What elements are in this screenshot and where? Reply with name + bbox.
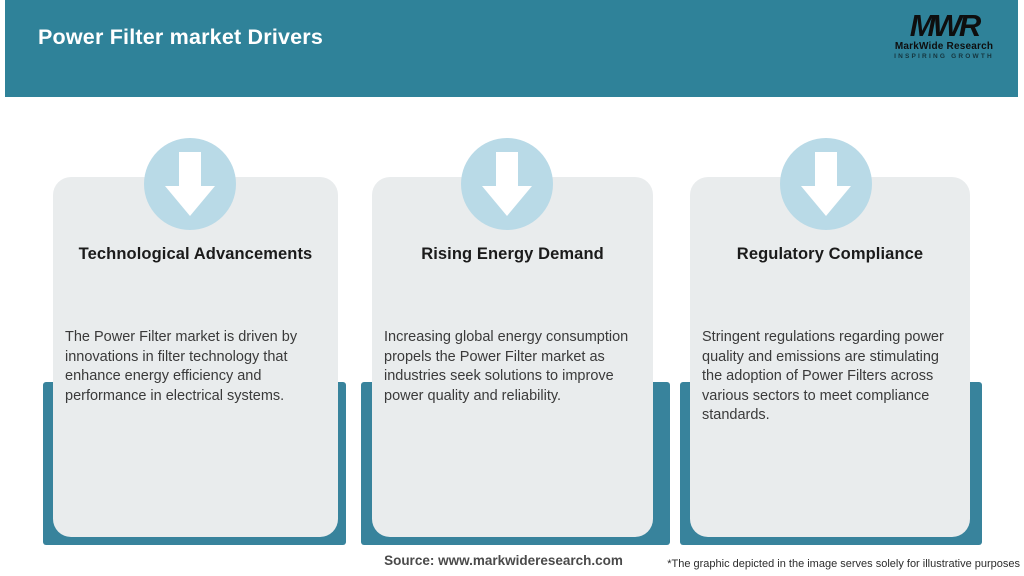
down-arrow-icon bbox=[480, 150, 534, 218]
header-band: Power Filter market Drivers MWR MarkWide… bbox=[5, 0, 1018, 97]
logo-tagline: INSPIRING GROWTH bbox=[894, 53, 994, 60]
card-title: Technological Advancements bbox=[78, 245, 313, 263]
logo-company-name: MarkWide Research bbox=[894, 41, 994, 52]
down-arrow-badge bbox=[461, 138, 553, 230]
driver-card-technological-advancements: Technological Advancements The Power Fil… bbox=[53, 177, 338, 537]
down-arrow-badge bbox=[780, 138, 872, 230]
logo-monogram-icon: MWR bbox=[909, 8, 981, 43]
down-arrow-badge bbox=[144, 138, 236, 230]
card-body-text: Increasing global energy consumption pro… bbox=[384, 329, 629, 404]
card-title: Regulatory Compliance bbox=[736, 245, 924, 263]
driver-card-rising-energy-demand: Rising Energy Demand Increasing global e… bbox=[372, 177, 653, 537]
page-title: Power Filter market Drivers bbox=[38, 25, 324, 49]
card-title: Rising Energy Demand bbox=[421, 245, 604, 263]
driver-card-regulatory-compliance: Regulatory Compliance Stringent regulati… bbox=[690, 177, 970, 537]
markwide-research-logo: MWR MarkWide Research INSPIRING GROWTH bbox=[884, 8, 1004, 60]
down-arrow-icon bbox=[163, 150, 217, 218]
card-body-text: The Power Filter market is driven by inn… bbox=[65, 329, 298, 404]
disclaimer-note: *The graphic depicted in the image serve… bbox=[667, 558, 1020, 570]
source-attribution: Source: www.markwideresearch.com bbox=[384, 553, 623, 568]
down-arrow-icon bbox=[799, 150, 853, 218]
card-body-text: Stringent regulations regarding power qu… bbox=[702, 329, 944, 423]
